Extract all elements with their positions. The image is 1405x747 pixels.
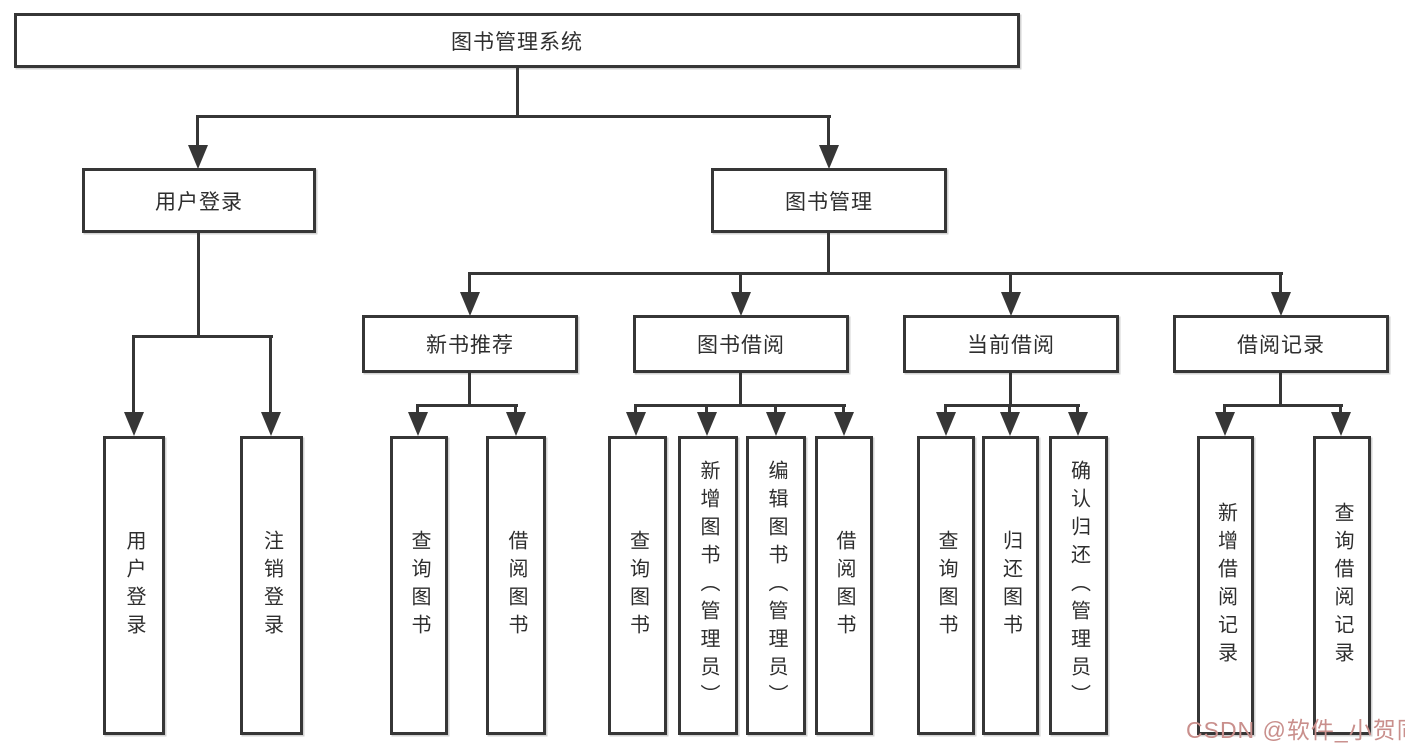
leaf-nb-borrow-books: 借阅图书 [486,436,546,735]
arrowhead-icon [936,412,956,436]
connector-line [827,115,830,148]
leaf-label: 借阅图书 [833,529,855,642]
node-label: 用户登录 [155,190,243,214]
arrowhead-icon [731,292,751,316]
leaf-label: 借阅图书 [505,529,527,642]
connector-line [468,272,471,294]
connector-line [944,404,947,414]
connector-line [634,404,637,414]
node-book-borrowing: 图书借阅 [633,315,849,373]
leaf-label: 新增图书（管理员） [697,459,719,712]
node-root: 图书管理系统 [14,13,1020,68]
arrowhead-icon [1271,292,1291,316]
leaf-br-add-record: 新增借阅记录 [1197,436,1254,735]
connector-line [1008,404,1011,414]
node-new-book-recommend: 新书推荐 [362,315,578,373]
node-current-borrowing: 当前借阅 [903,315,1119,373]
node-root-label: 图书管理系统 [451,30,583,54]
leaf-label: 新增借阅记录 [1214,501,1237,670]
connector-line [705,404,708,414]
arrowhead-icon [1001,292,1021,316]
leaf-label: 归还图书 [999,529,1022,642]
connector-line [1009,373,1012,407]
node-user-login-branch: 用户登录 [82,168,316,233]
connector-line [1224,404,1343,407]
leaf-label: 查询借阅记录 [1331,501,1353,670]
connector-line [196,115,199,148]
connector-line [269,335,272,414]
connector-line [1009,272,1012,294]
leaf-label: 查询图书 [626,529,649,642]
node-label: 图书借阅 [697,334,785,357]
leaf-label: 编辑图书（管理员） [765,459,787,712]
node-label: 新书推荐 [426,334,514,357]
leaf-label: 查询图书 [935,529,957,642]
connector-line [774,404,777,414]
leaf-label: 确认归还（管理员） [1067,459,1090,712]
connector-line [739,272,742,294]
connector-line [1223,404,1226,414]
connector-line [1339,404,1342,414]
leaf-cb-return-books: 归还图书 [982,436,1039,735]
leaf-bb-borrow-books: 借阅图书 [815,436,873,735]
node-label: 借阅记录 [1237,334,1325,357]
connector-line [133,335,273,338]
connector-line [842,404,845,414]
leaf-label: 查询图书 [408,529,430,642]
node-label: 当前借阅 [967,334,1055,357]
csdn-watermark: CSDN @软件_小贺同学 [1186,717,1405,743]
connector-line [132,335,135,414]
arrowhead-icon [819,145,839,169]
leaf-bb-edit-books-admin: 编辑图书（管理员） [746,436,806,735]
node-book-management: 图书管理 [711,168,947,233]
connector-line [197,233,200,338]
connector-line [739,373,742,407]
arrowhead-icon [766,412,786,436]
leaf-cb-confirm-return-admin: 确认归还（管理员） [1049,436,1108,735]
arrowhead-icon [188,145,208,169]
connector-line [635,404,846,407]
leaf-logout: 注销登录 [240,436,303,735]
connector-line [1279,272,1282,294]
connector-line [417,404,518,407]
leaf-cb-query-books: 查询图书 [917,436,975,735]
connector-line [827,233,830,275]
arrowhead-icon [834,412,854,436]
connector-line [416,404,419,414]
leaf-br-query-record: 查询借阅记录 [1313,436,1371,735]
leaf-bb-add-books-admin: 新增图书（管理员） [678,436,738,735]
connector-line [514,404,517,414]
leaf-label: 用户登录 [123,529,145,642]
leaf-label: 注销登录 [260,529,283,642]
connector-line [1279,373,1282,407]
arrowhead-icon [697,412,717,436]
arrowhead-icon [1068,412,1088,436]
arrowhead-icon [1331,412,1351,436]
arrowhead-icon [506,412,526,436]
arrowhead-icon [1215,412,1235,436]
connector-line [944,404,1080,407]
arrowhead-icon [626,412,646,436]
connector-line [468,373,471,407]
leaf-user-login: 用户登录 [103,436,165,735]
connector-line [1076,404,1079,414]
arrowhead-icon [261,412,281,436]
arrowhead-icon [408,412,428,436]
arrowhead-icon [460,292,480,316]
node-label: 图书管理 [785,190,873,214]
leaf-nb-query-books: 查询图书 [390,436,448,735]
arrowhead-icon [124,412,144,436]
arrowhead-icon [1000,412,1020,436]
connector-line [516,68,519,118]
connector-line [197,115,831,118]
node-borrow-records: 借阅记录 [1173,315,1389,373]
connector-line [468,272,1283,275]
leaf-bb-query-books: 查询图书 [608,436,667,735]
